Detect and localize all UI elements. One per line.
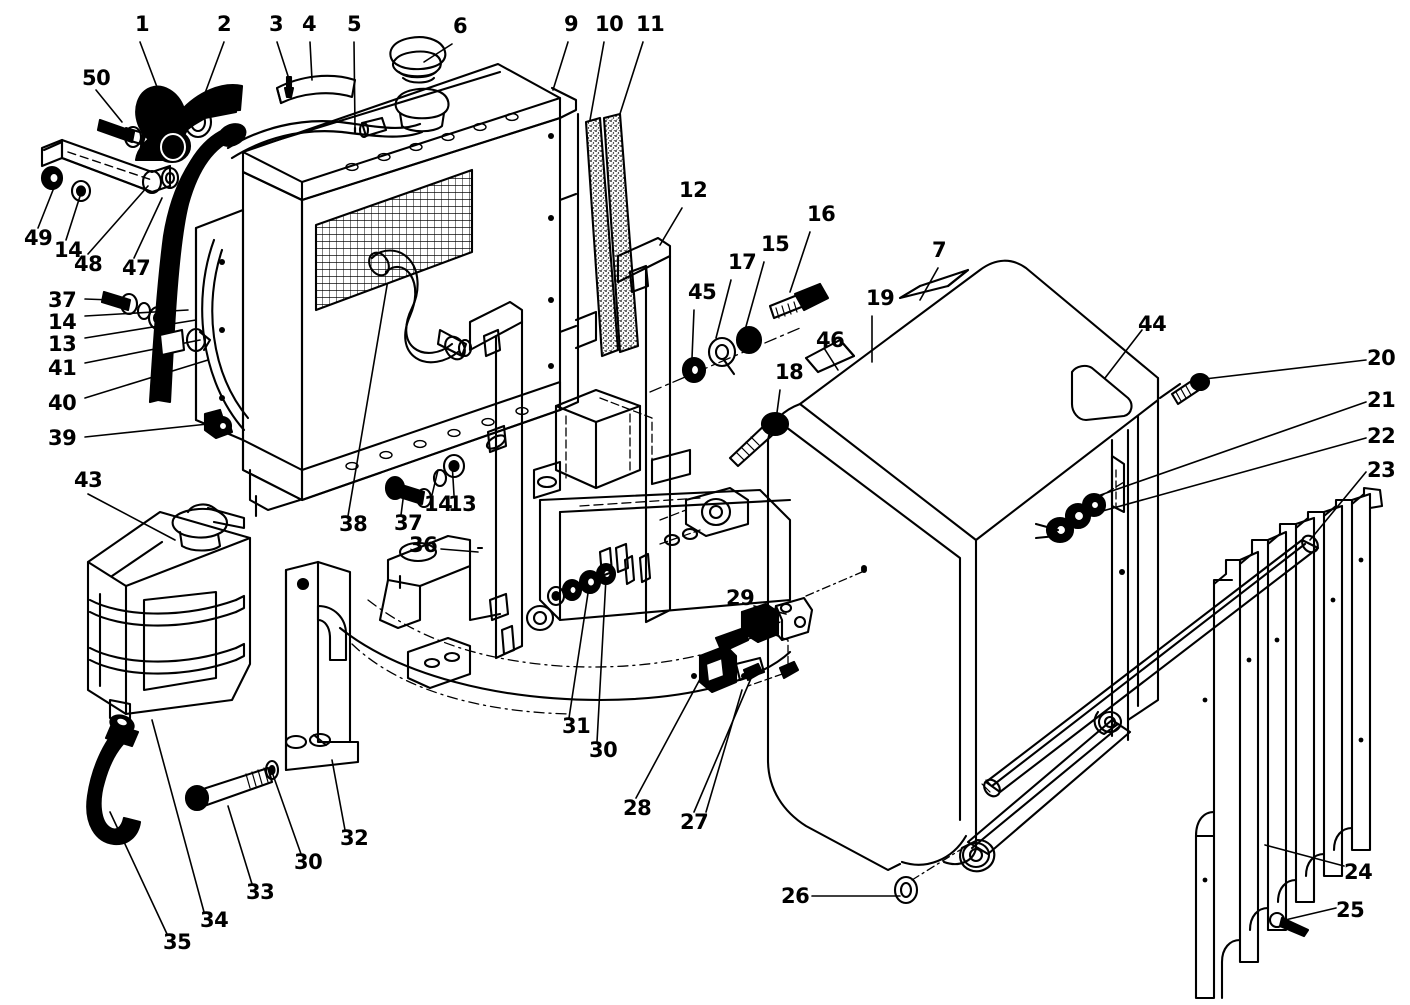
callout-25: 25 [1336, 898, 1365, 922]
callout-9: 9 [564, 12, 579, 36]
callout-13-left: 13 [48, 332, 77, 356]
overflow-tank-part [86, 503, 252, 724]
callout-30: 30 [589, 738, 618, 762]
callout-38: 38 [339, 512, 368, 536]
overflow-hose-part [86, 714, 142, 846]
hose-clamp-part [183, 102, 220, 139]
callout-14: 14 [424, 492, 453, 516]
callout-14-upper: 14 [54, 238, 83, 262]
callout-6: 6 [453, 14, 468, 38]
callout-45: 45 [688, 280, 717, 304]
fastener-set-mid-part [384, 434, 507, 509]
callout-23: 23 [1367, 458, 1396, 482]
callout-1: 1 [135, 12, 150, 36]
callout-11: 11 [636, 12, 665, 36]
callout-29: 29 [726, 586, 755, 610]
fastener-set-left-part [100, 290, 169, 331]
radiator-cap-part [389, 36, 447, 84]
fastener-stack-rail-part [525, 542, 630, 632]
support-rod-part [959, 534, 1320, 873]
lower-radiator-hose-part [368, 249, 473, 364]
drain-cock-part [203, 408, 234, 440]
callout-4: 4 [302, 12, 317, 36]
latch-assembly-part [691, 567, 867, 694]
callout-12: 12 [679, 178, 708, 202]
callout-39: 39 [48, 426, 77, 450]
chassis-frame-part [338, 388, 792, 715]
cap-screw-33-part [184, 759, 280, 812]
screw-3-part [283, 75, 295, 99]
callout-10: 10 [595, 12, 624, 36]
callout-24: 24 [1344, 860, 1373, 884]
callout-21: 21 [1367, 388, 1396, 412]
callout-40: 40 [48, 391, 77, 415]
callout-26: 26 [781, 884, 810, 908]
leader-lines [37, 41, 1367, 935]
hardware-row-part [649, 282, 830, 393]
callout-46: 46 [816, 328, 845, 352]
callout-2: 2 [217, 12, 232, 36]
callout-35: 35 [163, 930, 192, 954]
callout-19: 19 [866, 286, 895, 310]
callout-16: 16 [807, 202, 836, 226]
deflector-part [275, 74, 357, 105]
callout-3: 3 [269, 12, 284, 36]
upper-mount-bracket-part [40, 118, 180, 203]
hood-fasteners-part [1034, 481, 1125, 544]
upper-radiator-hose-part [134, 84, 244, 164]
callout-37: 37 [394, 511, 423, 535]
callout-32: 32 [340, 826, 369, 850]
rivet-25-part [1268, 911, 1310, 938]
callout-47: 47 [122, 256, 151, 280]
callout-20: 20 [1367, 346, 1396, 370]
callout-48: 48 [74, 252, 103, 276]
callout-33: 33 [246, 880, 275, 904]
cap-screw-20-part [1170, 372, 1211, 406]
callout-5: 5 [347, 12, 362, 36]
callout-22: 22 [1367, 424, 1396, 448]
callout-13: 13 [448, 492, 477, 516]
hood-part [766, 259, 1182, 872]
callout-49: 49 [24, 226, 53, 250]
callout-43: 43 [74, 468, 103, 492]
callout-7: 7 [932, 238, 947, 262]
carriage-bolt-part [728, 411, 790, 468]
callout-36: 36 [409, 533, 438, 557]
callout-17: 17 [728, 250, 757, 274]
radiator-assembly-part [194, 62, 598, 518]
callout-34: 34 [200, 908, 229, 932]
callout-14-left: 14 [48, 310, 77, 334]
callout-50: 50 [82, 66, 111, 90]
callout-44: 44 [1138, 312, 1167, 336]
mounting-bracket-part [284, 560, 360, 772]
seal-strips-part [584, 112, 640, 358]
callout-15: 15 [761, 232, 790, 256]
callout-30-tank: 30 [294, 850, 323, 874]
callout-27: 27 [680, 810, 709, 834]
support-bracket-right-part [616, 236, 672, 624]
overflow-tube-part [226, 120, 424, 160]
support-bracket-left-part [468, 300, 524, 660]
lower-hose-40-part [148, 123, 247, 404]
callout-41: 41 [48, 356, 77, 380]
callout-37-left: 37 [48, 288, 77, 312]
callout-31: 31 [562, 714, 591, 738]
grommet-26-part [893, 849, 961, 905]
grille-screen-part [1194, 486, 1384, 1000]
callout-18: 18 [775, 360, 804, 384]
callout-28: 28 [623, 796, 652, 820]
